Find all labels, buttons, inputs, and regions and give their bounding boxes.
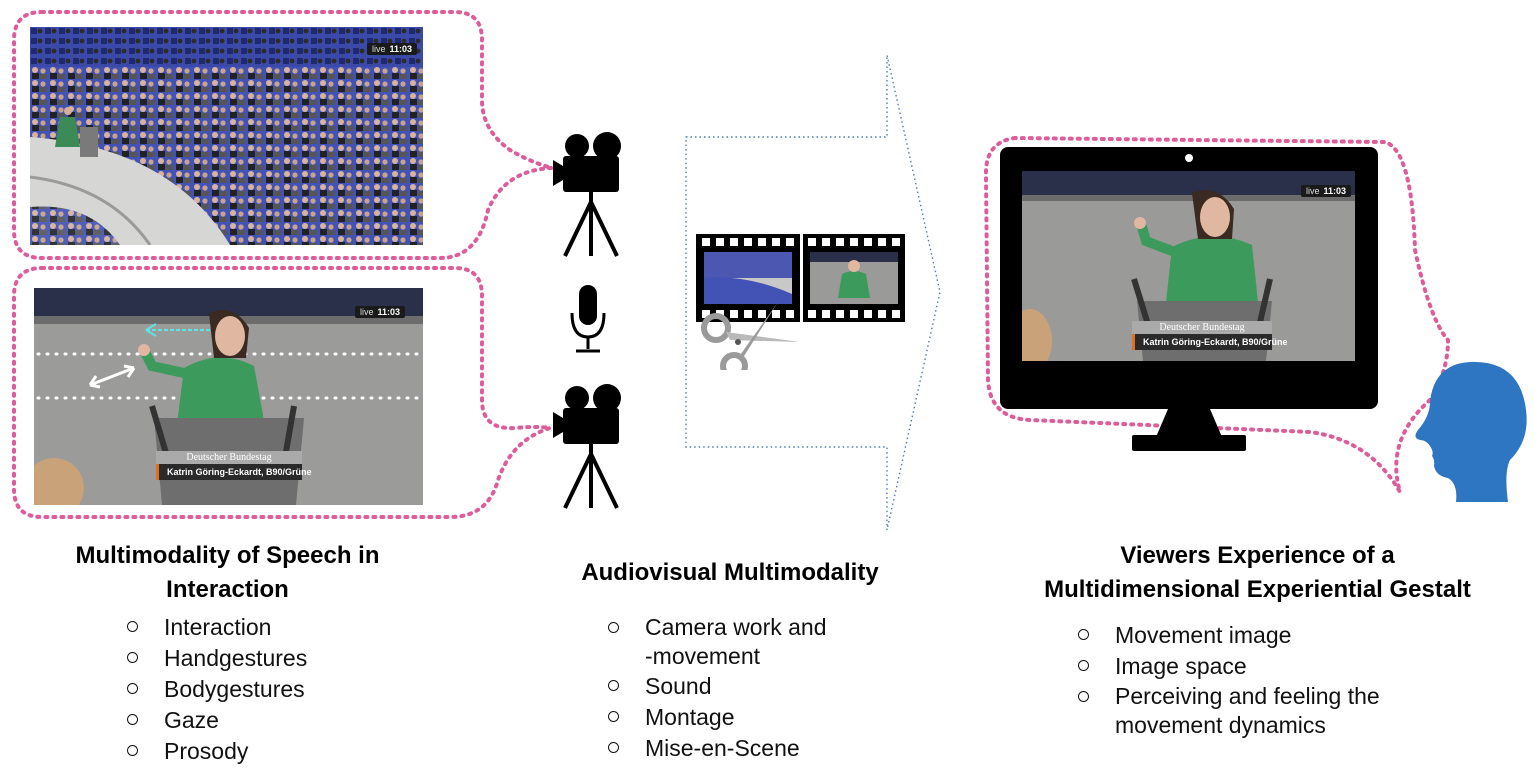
section-title-line2: Multidimensional Experiential Gestalt bbox=[1044, 576, 1471, 603]
microphone-icon bbox=[570, 285, 606, 353]
nameplate: Deutscher Bundestag Katrin Göring-Eckard… bbox=[156, 451, 312, 480]
list-item: Movement image bbox=[1078, 620, 1380, 651]
nameplate-title: Deutscher Bundestag bbox=[1132, 321, 1272, 334]
speech-bullet-list: Interaction Handgestures Bodygestures Ga… bbox=[127, 612, 307, 767]
film-strip-icon bbox=[696, 234, 905, 322]
list-item: Handgestures bbox=[127, 643, 307, 674]
section-title-viewers: Viewers Experience of a Multidimensional… bbox=[995, 539, 1520, 607]
live-label: live bbox=[1305, 186, 1320, 196]
speech-bubble-bottom bbox=[12, 266, 551, 519]
nameplate-name: Katrin Göring-Eckardt, B90/Grüne bbox=[156, 464, 312, 480]
list-item: Image space bbox=[1078, 651, 1380, 682]
list-item: Camera work and -movement bbox=[608, 613, 827, 671]
live-time: 11:03 bbox=[389, 44, 412, 54]
speech-bubble-top bbox=[12, 10, 553, 260]
viewers-bullet-list: Movement image Image space Perceiving an… bbox=[1078, 620, 1380, 740]
audiovisual-bullet-list: Camera work and -movement Sound Montage … bbox=[608, 613, 827, 764]
list-item: Bodygestures bbox=[127, 674, 307, 705]
video-camera-icon bbox=[553, 132, 621, 257]
list-item: Gaze bbox=[127, 705, 307, 736]
human-head-icon bbox=[1415, 361, 1527, 502]
section-title-line2: Interaction bbox=[166, 576, 289, 603]
nameplate-name: Katrin Göring-Eckardt, B90/Grüne bbox=[1132, 334, 1288, 350]
live-time: 11:03 bbox=[1323, 186, 1346, 196]
list-item: Interaction bbox=[127, 612, 307, 643]
scissors-icon bbox=[701, 302, 800, 370]
list-item: Montage bbox=[608, 702, 827, 733]
section-title-audiovisual: Audiovisual Multimodality bbox=[520, 556, 940, 590]
video-camera-icon bbox=[553, 384, 621, 509]
section-title-line1: Audiovisual Multimodality bbox=[581, 559, 879, 586]
section-title-line1: Multimodality of Speech in bbox=[75, 542, 380, 569]
nameplate-title: Deutscher Bundestag bbox=[156, 451, 302, 464]
list-item: Sound bbox=[608, 671, 827, 702]
list-item: Perceiving and feeling the movement dyna… bbox=[1078, 682, 1380, 740]
list-item: Mise-en-Scene bbox=[608, 733, 827, 764]
nameplate: Deutscher Bundestag Katrin Göring-Eckard… bbox=[1132, 321, 1288, 350]
section-title-line1: Viewers Experience of a bbox=[1120, 542, 1395, 569]
section-title-speech: Multimodality of Speech in Interaction bbox=[20, 539, 435, 607]
live-time: 11:03 bbox=[377, 307, 400, 317]
list-item: Prosody bbox=[127, 736, 307, 767]
live-label: live bbox=[371, 44, 386, 54]
live-label: live bbox=[359, 307, 374, 317]
speech-bubble-right bbox=[983, 135, 1451, 494]
